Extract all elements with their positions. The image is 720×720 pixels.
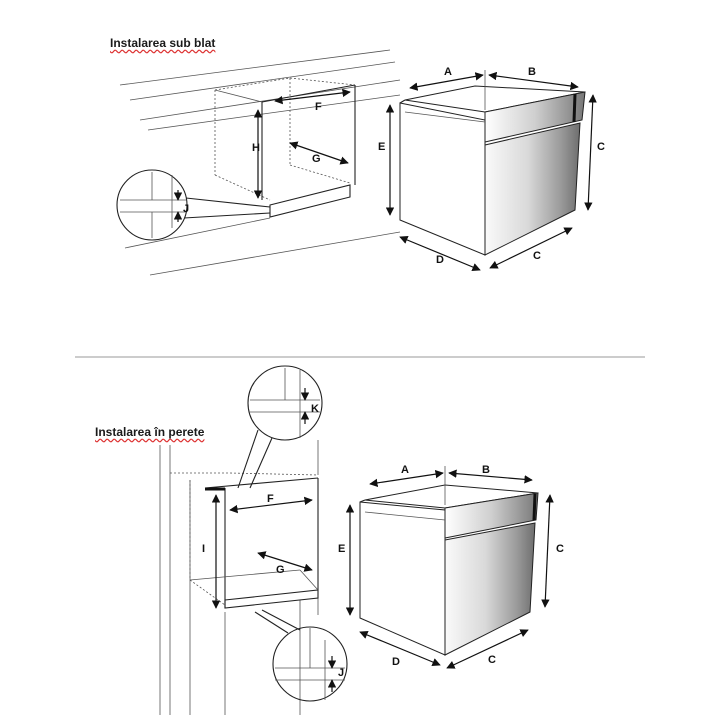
label-F-bottom: F — [267, 493, 274, 505]
label-J-top: J — [183, 203, 189, 215]
label-A-top: A — [444, 66, 452, 78]
detail-callout-J-bottom: J — [254, 609, 348, 702]
label-D-bottom: D — [392, 656, 400, 668]
label-F: F — [315, 101, 322, 113]
in-wall-cabinet — [159, 440, 319, 715]
label-G: G — [312, 153, 321, 165]
label-I: I — [202, 543, 205, 555]
label-D-top: D — [436, 254, 444, 266]
oven-bottom — [359, 484, 539, 656]
label-C-right-top: C — [597, 141, 605, 153]
oven-top-dimensions: A B E C D C — [378, 66, 605, 271]
title-under-counter: Instalarea sub blat — [110, 36, 216, 50]
under-counter-dimensions: H F G — [252, 88, 351, 199]
label-C-bottom-top: C — [533, 250, 541, 262]
under-counter-cabinet — [119, 49, 401, 276]
label-B-top: B — [528, 66, 536, 78]
label-E-bottom: E — [338, 543, 345, 555]
label-G-bottom: G — [276, 564, 285, 576]
label-C-right-bottom: C — [556, 543, 564, 555]
oven-top — [399, 85, 586, 256]
label-E-top: E — [378, 141, 385, 153]
detail-callout-K: K — [237, 365, 323, 489]
label-J-bottom: J — [338, 667, 344, 679]
label-A-bottom: A — [401, 464, 409, 476]
label-C-bottom-bottom: C — [488, 654, 496, 666]
detail-callout-J-top: J — [116, 169, 271, 241]
oven-bottom-dimensions: A B E C D C — [338, 464, 564, 669]
label-B-bottom: B — [482, 464, 490, 476]
title-in-wall: Instalarea în perete — [95, 425, 205, 439]
label-H: H — [252, 142, 260, 154]
in-wall-dimensions: I F G — [202, 493, 313, 609]
label-K: K — [311, 403, 319, 415]
